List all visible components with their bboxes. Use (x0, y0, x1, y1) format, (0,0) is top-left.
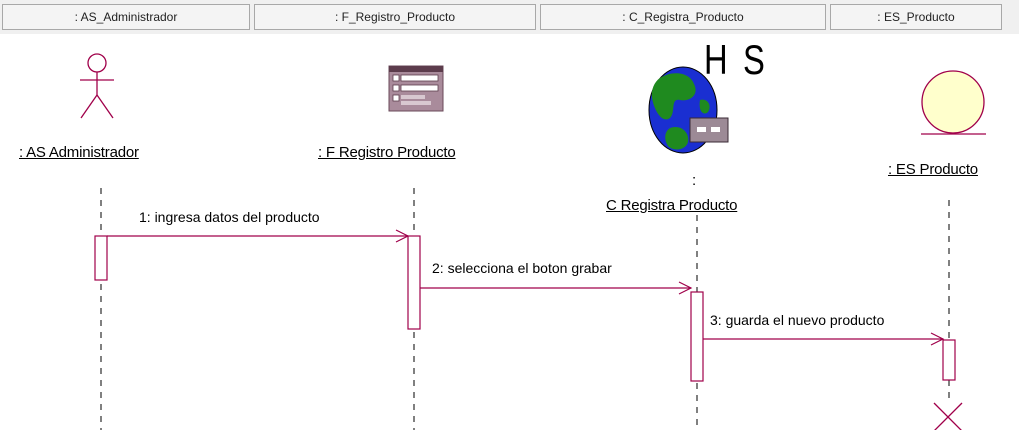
control-label[interactable]: C Registra Producto (606, 197, 738, 214)
form-label[interactable]: : F Registro Producto (318, 144, 456, 161)
entity-icon[interactable] (921, 70, 986, 135)
activation-entity[interactable] (942, 339, 956, 381)
header-bar: : AS_Administrador : F_Registro_Producto… (0, 0, 1019, 34)
entity-label[interactable]: : ES Producto (888, 161, 978, 178)
form-icon[interactable] (388, 65, 444, 112)
header-cell-c-registra-producto[interactable]: : C_Registra_Producto (540, 4, 826, 30)
hs-label: H S (704, 36, 768, 83)
control-label-prefix: : (692, 172, 696, 189)
actor-label[interactable]: : AS Administrador (19, 144, 139, 161)
header-cell-f-registro-producto[interactable]: : F_Registro_Producto (254, 4, 536, 30)
message-3-arrow[interactable] (703, 332, 945, 346)
activation-form[interactable] (407, 235, 421, 330)
activation-actor[interactable] (94, 235, 108, 281)
message-1-label[interactable]: 1: ingresa datos del producto (139, 209, 320, 225)
message-3-label[interactable]: 3: guarda el nuevo producto (710, 312, 885, 328)
actor-icon[interactable] (80, 53, 114, 119)
message-1-arrow[interactable] (107, 229, 410, 243)
destroy-marker-icon (933, 402, 963, 430)
server-box-icon (689, 117, 729, 143)
header-cell-as-administrador[interactable]: : AS_Administrador (2, 4, 250, 30)
message-2-label[interactable]: 2: selecciona el boton grabar (432, 260, 612, 276)
message-2-arrow[interactable] (420, 281, 693, 295)
activation-control[interactable] (690, 291, 704, 382)
header-cell-es-producto[interactable]: : ES_Producto (830, 4, 1002, 30)
